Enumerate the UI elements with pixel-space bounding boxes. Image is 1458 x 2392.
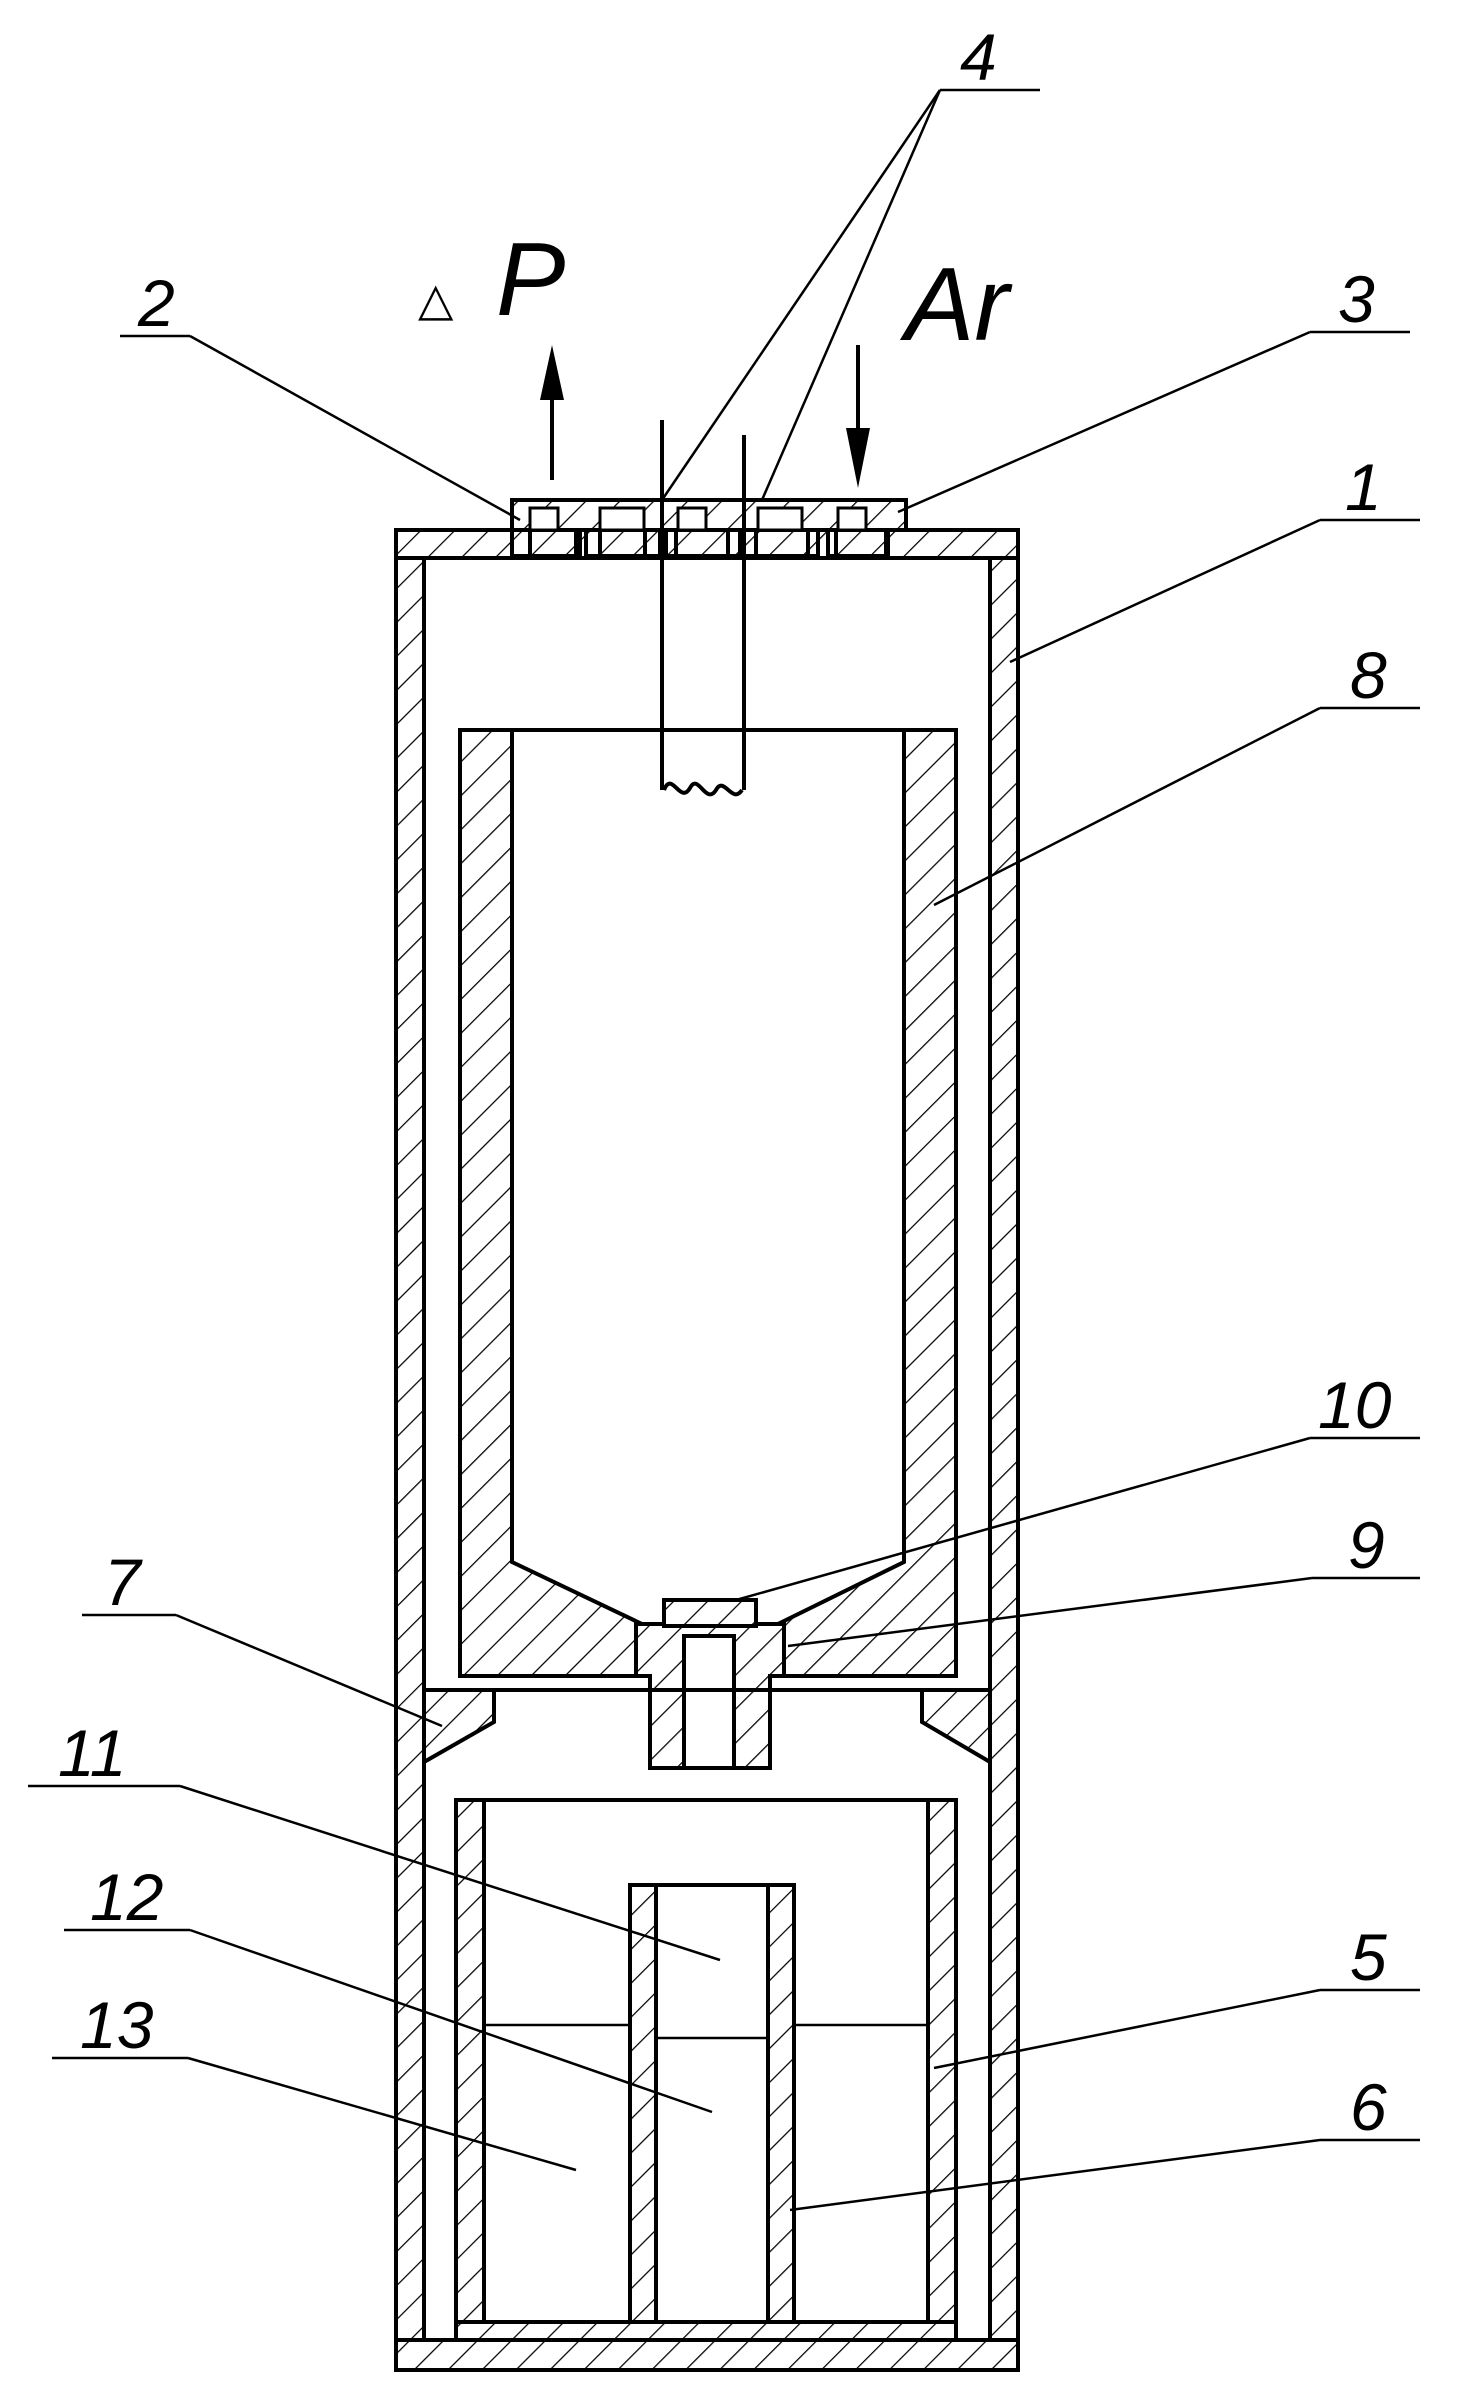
callout-8: 8 [1350, 638, 1387, 712]
callout-2: 2 [137, 266, 175, 340]
leader-lines [28, 88, 1420, 2212]
outlet-arrow [540, 345, 564, 480]
lid-with-grooves [510, 498, 908, 558]
callout-7: 7 [104, 1545, 143, 1619]
callout-6: 6 [1350, 2070, 1387, 2144]
inner-tube [628, 1883, 796, 2324]
nozzle-plug [662, 1598, 758, 1628]
callout-labels: 1 2 3 4 5 6 7 8 9 10 11 12 13 [58, 20, 1392, 2144]
callout-12: 12 [90, 1860, 163, 1934]
callout-1: 1 [1345, 450, 1382, 524]
callout-9: 9 [1348, 1508, 1385, 1582]
argon-label: Ar [899, 247, 1013, 363]
lead-wires [660, 420, 746, 797]
receiver-vessel [454, 1798, 958, 2342]
callout-13: 13 [80, 1988, 154, 2062]
callout-3: 3 [1338, 262, 1375, 336]
flow-labels: △ P Ar [418, 222, 1013, 363]
inlet-arrow [846, 345, 870, 488]
callout-11: 11 [58, 1716, 127, 1790]
callout-5: 5 [1350, 1920, 1387, 1994]
crucible [458, 728, 958, 1678]
nozzle-insert [634, 1622, 786, 1770]
pressure-label: P [496, 222, 565, 338]
delta-symbol: △ [418, 273, 454, 325]
support-ring [422, 1688, 992, 1766]
callout-4: 4 [960, 20, 997, 94]
callout-10: 10 [1318, 1368, 1392, 1442]
